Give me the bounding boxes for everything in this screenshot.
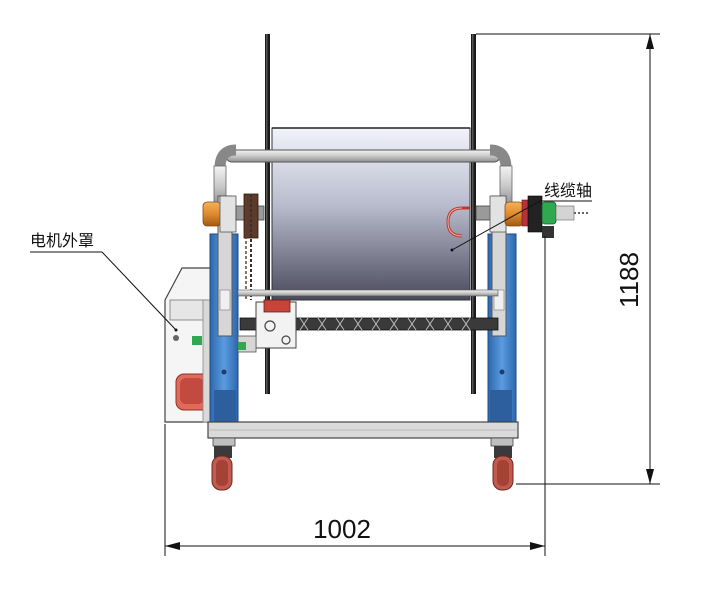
dimension-height-value: 1188	[614, 252, 644, 308]
cable-shaft	[521, 195, 590, 238]
drum-flange-right	[471, 34, 476, 394]
leader-motor-cover	[30, 251, 178, 332]
level-wind-screw	[239, 317, 499, 331]
right-bearing	[475, 195, 524, 233]
chain-sprocket-upper	[243, 193, 259, 300]
label-motor-cover: 电机外罩	[30, 231, 94, 250]
dimension-height	[476, 33, 660, 485]
drum-flange-left	[265, 34, 270, 394]
label-cable-shaft: 线缆轴	[544, 181, 592, 200]
caster-wheel-left	[211, 437, 236, 491]
dimension-width	[164, 236, 546, 556]
base-frame	[207, 421, 519, 439]
drum-inner-hook	[446, 206, 470, 238]
level-wind-guide-rod	[237, 289, 499, 297]
caster-wheel-right	[490, 437, 514, 491]
leader-cable-shaft	[450, 200, 592, 252]
level-wind-carriage	[237, 299, 297, 353]
motor-cover	[164, 267, 214, 423]
dimension-width-value: 1002	[313, 514, 371, 544]
